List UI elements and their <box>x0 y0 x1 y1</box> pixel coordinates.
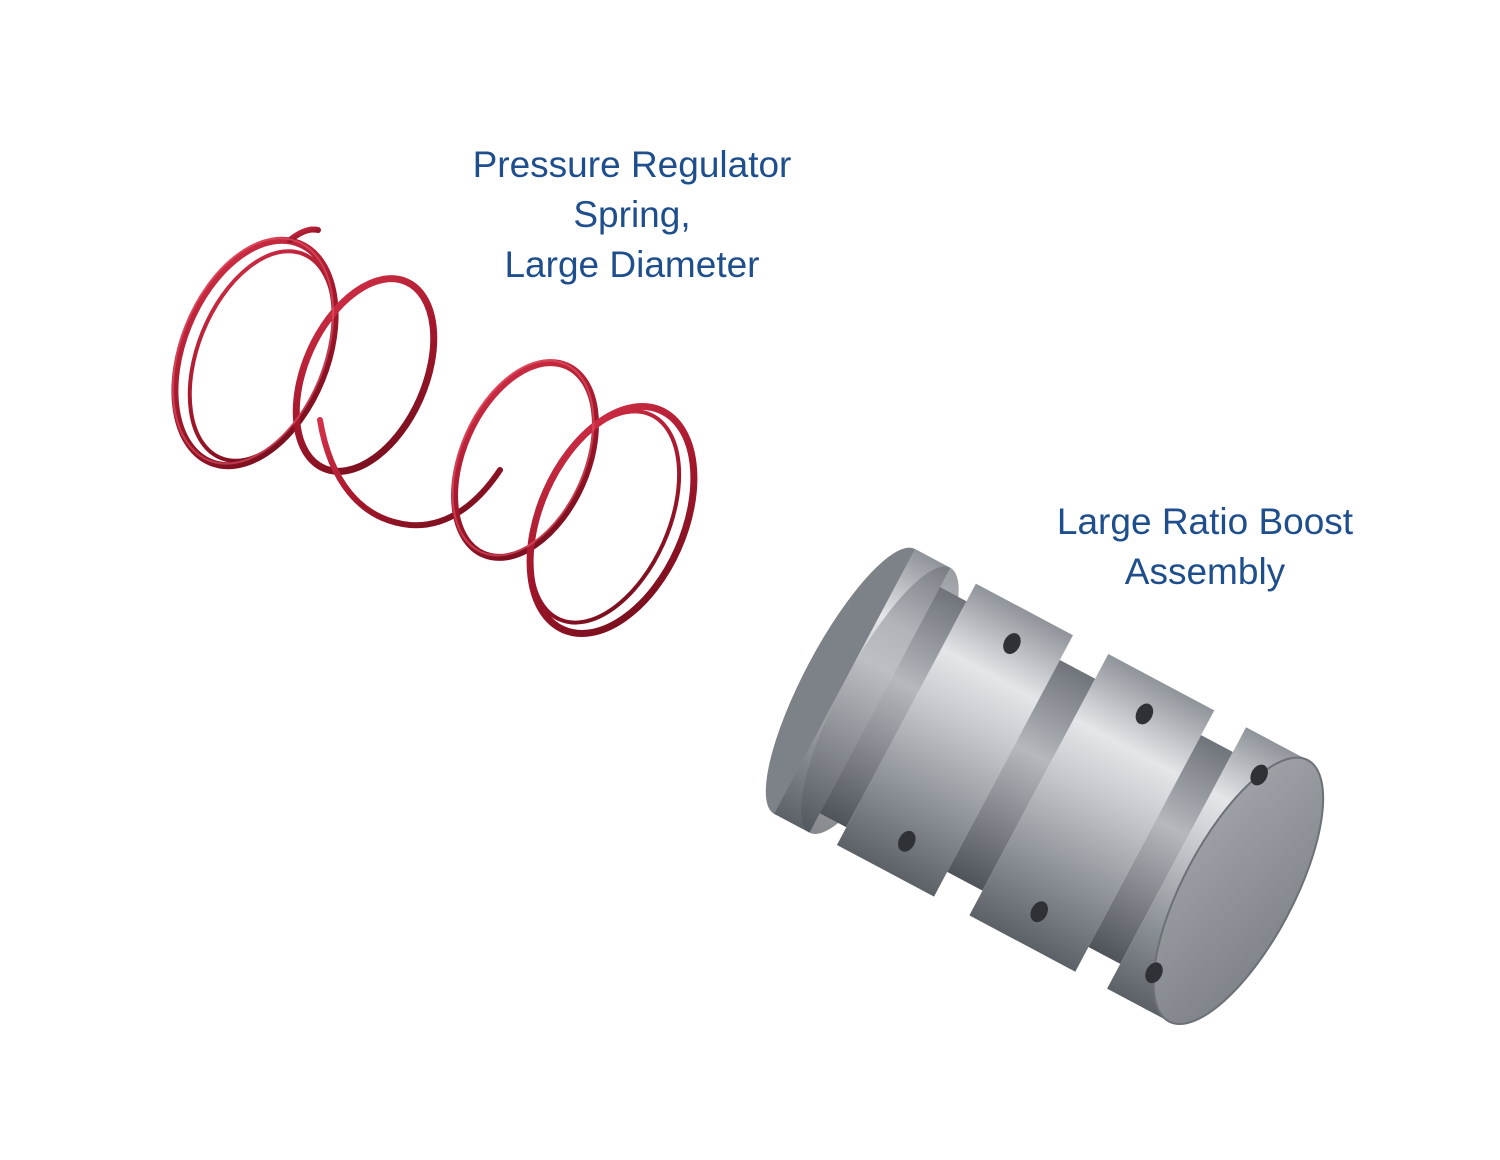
spring-label: Pressure Regulator Spring, Large Diamete… <box>432 140 832 290</box>
spring-coils <box>171 226 698 637</box>
spring-label-line1: Pressure Regulator <box>472 144 792 185</box>
boost-label-line2: Assembly <box>1124 551 1286 592</box>
spring-highlights <box>171 237 595 557</box>
spring-label-line2: Spring, <box>573 194 691 235</box>
boost-assembly-label: Large Ratio Boost Assembly <box>1000 497 1410 597</box>
boost-valve-body <box>765 547 1325 1025</box>
oil-holes <box>898 633 1268 984</box>
spring-label-line3: Large Diameter <box>504 244 760 285</box>
boost-label-line1: Large Ratio Boost <box>1056 501 1354 542</box>
